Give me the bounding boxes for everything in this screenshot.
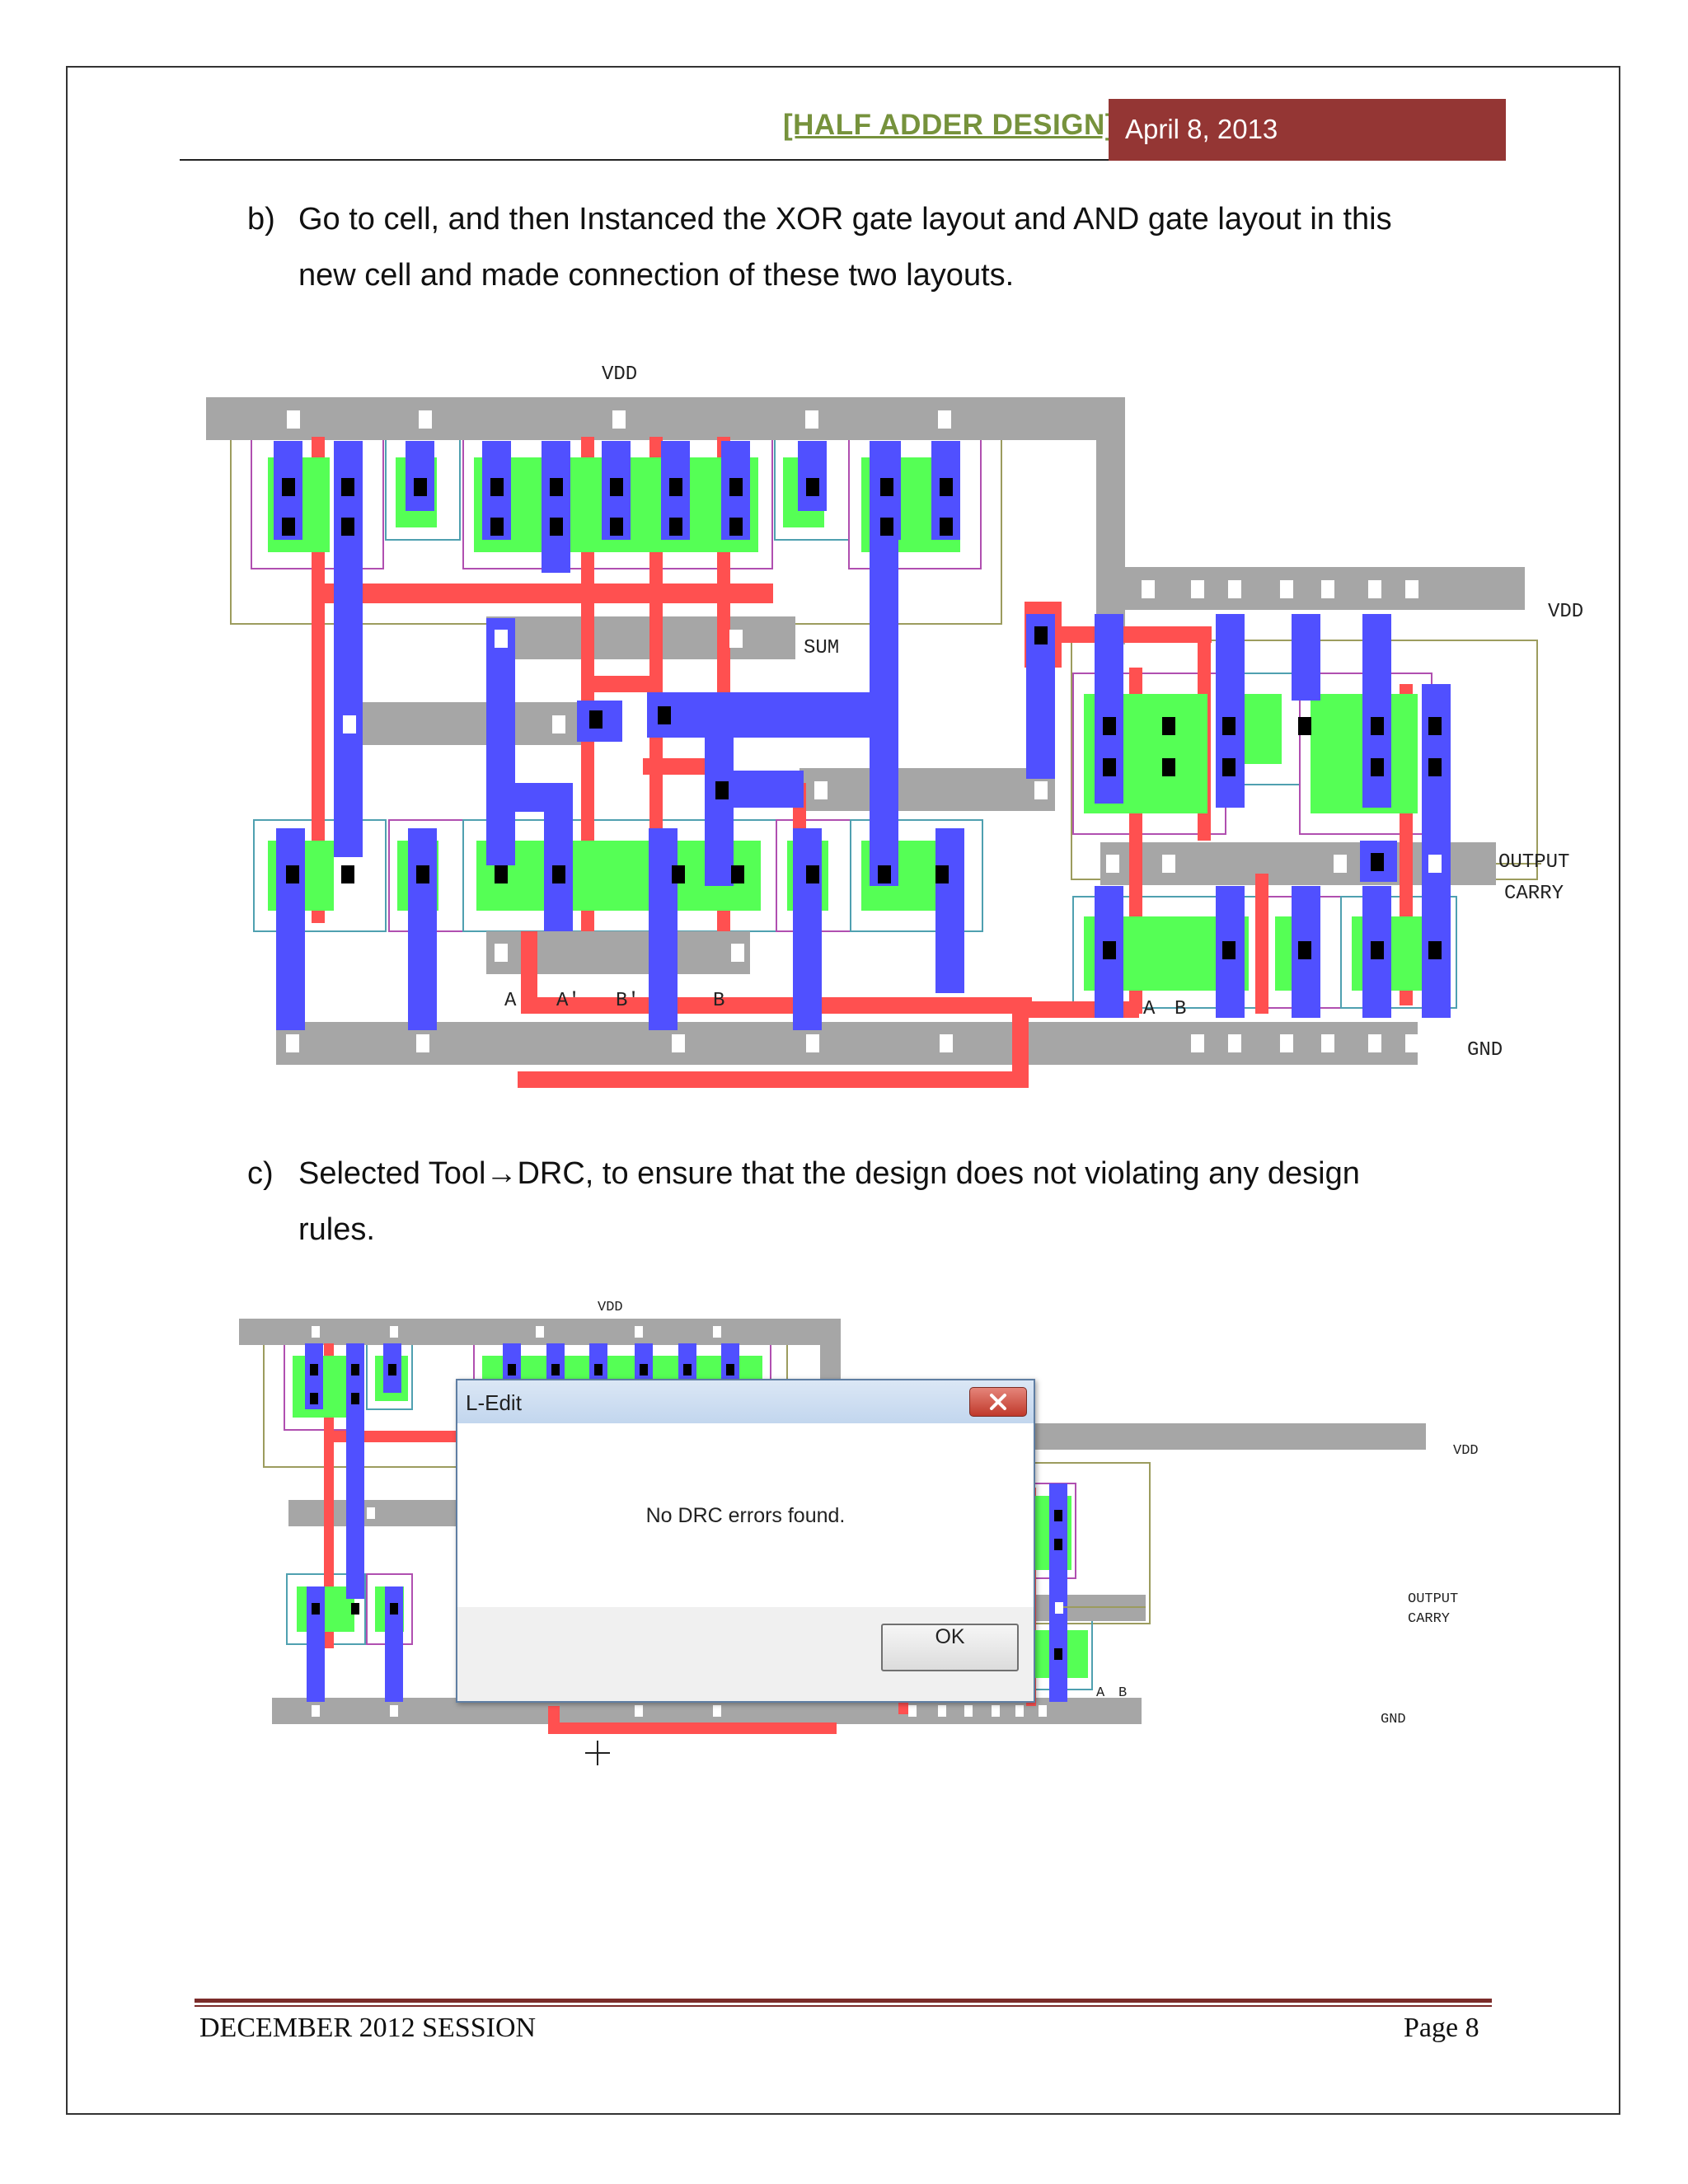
l1-a-bar-label: A' <box>556 990 580 1012</box>
l2-vdd-top: VDD <box>598 1300 623 1315</box>
paragraph-b: b) Go to cell, and then Instanced the XO… <box>247 191 1392 303</box>
l2-gnd-label: GND <box>1381 1712 1406 1727</box>
l1-sum-label: SUM <box>804 637 839 659</box>
l2-vdd-right: VDD <box>1453 1443 1479 1459</box>
paragraph-c-label: c) <box>247 1156 274 1191</box>
document-title: [HALF ADDER DESIGN] <box>783 109 1115 141</box>
paragraph-c: c) Selected Tool→DRC, to ensure that the… <box>247 1146 1360 1258</box>
footer-rule <box>195 1999 1492 2003</box>
paragraph-b-label: b) <box>247 202 275 237</box>
footer-session: DECEMBER 2012 SESSION <box>199 2013 537 2043</box>
footer-rule-thin <box>195 2005 1492 2007</box>
paragraph-c-line1: Selected Tool→DRC, to ensure that the de… <box>298 1156 1360 1191</box>
dialog-close-button[interactable] <box>969 1387 1027 1417</box>
l1-and-b-label: B <box>1175 998 1186 1020</box>
header-date: April 8, 2013 <box>1125 114 1278 144</box>
footer-page-number: Page 8 <box>1404 2013 1479 2043</box>
l1-a-label: A <box>504 990 517 1012</box>
l1-and-a-label: A <box>1143 998 1156 1020</box>
dialog-message: No DRC errors found. <box>645 1504 846 1527</box>
l1-vdd-top: VDD <box>602 363 637 386</box>
ok-button[interactable]: OK <box>881 1624 1019 1671</box>
paragraph-b-line2: new cell and made connection of these tw… <box>298 258 1015 293</box>
l2-carry-label: CARRY <box>1408 1611 1450 1627</box>
l1-output-label: OUTPUT <box>1498 851 1569 874</box>
l2-and-a-label: A <box>1096 1685 1105 1701</box>
header-date-box: April 8, 2013 <box>1109 99 1506 161</box>
dialog-title-bar: L-Edit <box>457 1380 1034 1423</box>
l1-vdd-right: VDD <box>1548 601 1582 623</box>
paragraph-c-line2: rules. <box>298 1212 375 1247</box>
paragraph-b-line1: Go to cell, and then Instanced the XOR g… <box>298 202 1392 237</box>
layout-figure-1: VDD VDD SUM OUTPUT CARRY GND A A' B' B A… <box>206 363 1582 1088</box>
l1-gnd-label: GND <box>1467 1039 1503 1062</box>
page-border <box>66 66 1620 2115</box>
l1-b-label: B <box>713 990 724 1012</box>
header-rule <box>180 159 1109 161</box>
l2-and-b-label: B <box>1118 1685 1127 1701</box>
l1-carry-label: CARRY <box>1504 883 1564 905</box>
crosshair-cursor-icon <box>585 1741 610 1765</box>
drc-dialog: L-Edit No DRC errors found. OK <box>456 1379 1035 1703</box>
l2-output-label: OUTPUT <box>1408 1591 1458 1607</box>
dialog-title: L-Edit <box>466 1390 522 1415</box>
l1-b-bar-label: B' <box>616 990 640 1012</box>
close-icon <box>990 1394 1006 1410</box>
